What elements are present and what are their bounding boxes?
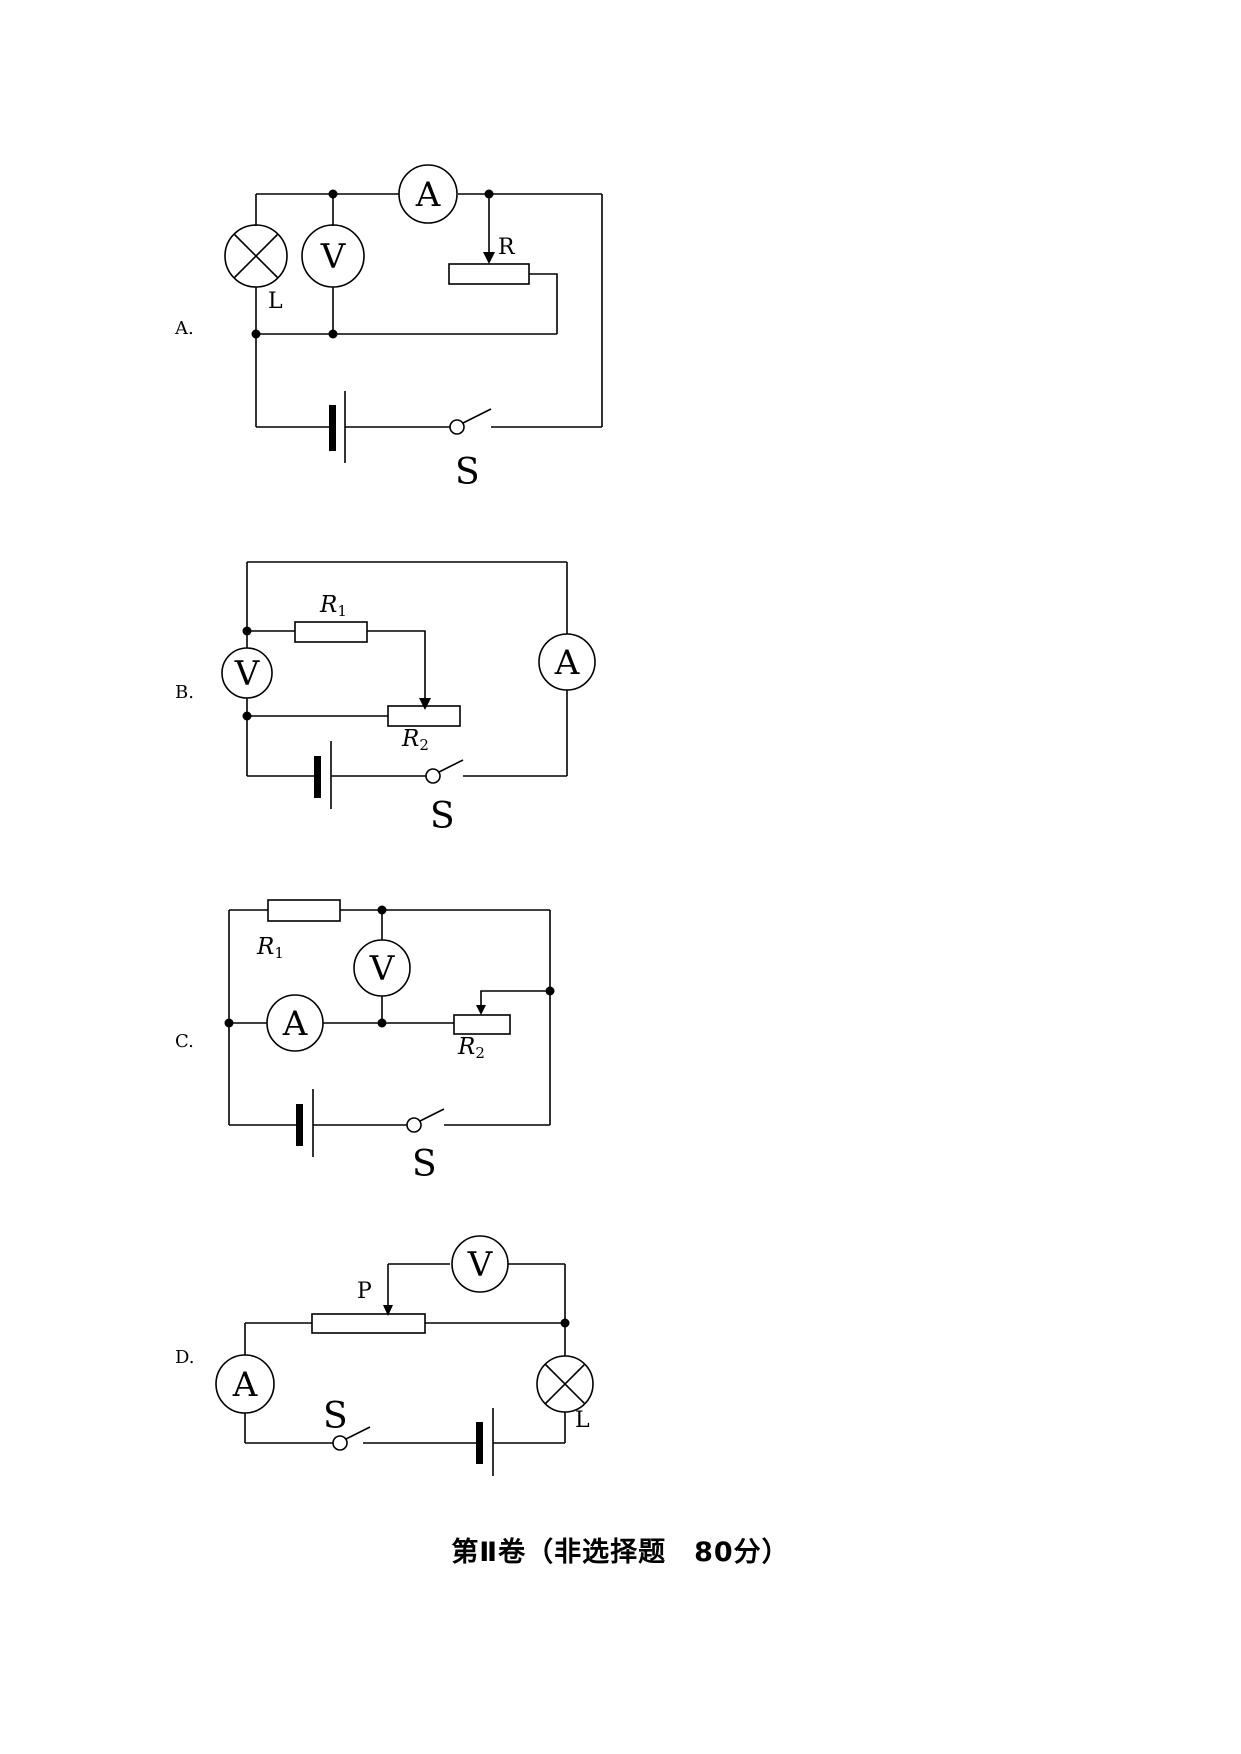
svg-text:A: A — [554, 643, 580, 683]
resistor-label-r2-b: R2 — [401, 726, 429, 754]
lamp-a — [224, 224, 288, 288]
voltmeter-d: V — [451, 1235, 509, 1293]
section-title: 第Ⅱ卷（非选择题 80分） — [451, 1537, 790, 1568]
resistor-r1-b — [294, 621, 368, 643]
voltmeter-a: V — [301, 224, 365, 288]
slider-label-d: P — [357, 1279, 372, 1304]
circuit-a: L V A R S — [224, 164, 603, 493]
voltmeter-c: V — [353, 939, 411, 997]
circuit-c: R1 V A R2 S — [224, 899, 555, 1185]
switch-label-a: S — [455, 452, 480, 493]
rheostat-label-a: R — [498, 235, 516, 260]
option-label-b: B. — [175, 682, 194, 703]
lamp-label-a: L — [268, 289, 283, 314]
ammeter-a: A — [398, 164, 458, 224]
option-label-a: A. — [175, 318, 194, 339]
resistor-r2-c — [453, 1014, 511, 1035]
svg-text:V: V — [467, 1245, 494, 1285]
svg-text:A: A — [415, 175, 441, 215]
circuit-b: A V R1 R2 S — [221, 561, 596, 837]
switch-label-d: S — [323, 1396, 348, 1437]
switch-label-c: S — [412, 1144, 437, 1185]
resistor-r2-b — [387, 705, 461, 727]
ammeter-c: A — [266, 994, 324, 1052]
rheostat-a — [448, 263, 530, 285]
lamp-label-d: L — [575, 1408, 590, 1433]
rheostat-d — [311, 1313, 426, 1334]
switch-label-b: S — [430, 796, 455, 837]
circuit-d: V P A L S — [215, 1235, 594, 1476]
svg-text:V: V — [320, 237, 347, 277]
resistor-r1-c — [267, 899, 341, 922]
resistor-label-r1-b: R1 — [319, 592, 347, 620]
svg-text:A: A — [282, 1004, 308, 1044]
lamp-d — [536, 1355, 594, 1413]
option-label-d: D. — [175, 1347, 195, 1368]
ammeter-b: A — [538, 633, 596, 691]
ammeter-d: A — [215, 1354, 275, 1414]
svg-text:A: A — [232, 1365, 258, 1405]
voltmeter-b: V — [221, 647, 273, 699]
svg-text:V: V — [234, 654, 261, 694]
option-label-c: C. — [175, 1031, 194, 1052]
resistor-label-r1-c: R1 — [256, 934, 284, 962]
svg-text:V: V — [369, 949, 396, 989]
resistor-label-r2-c: R2 — [457, 1034, 485, 1062]
